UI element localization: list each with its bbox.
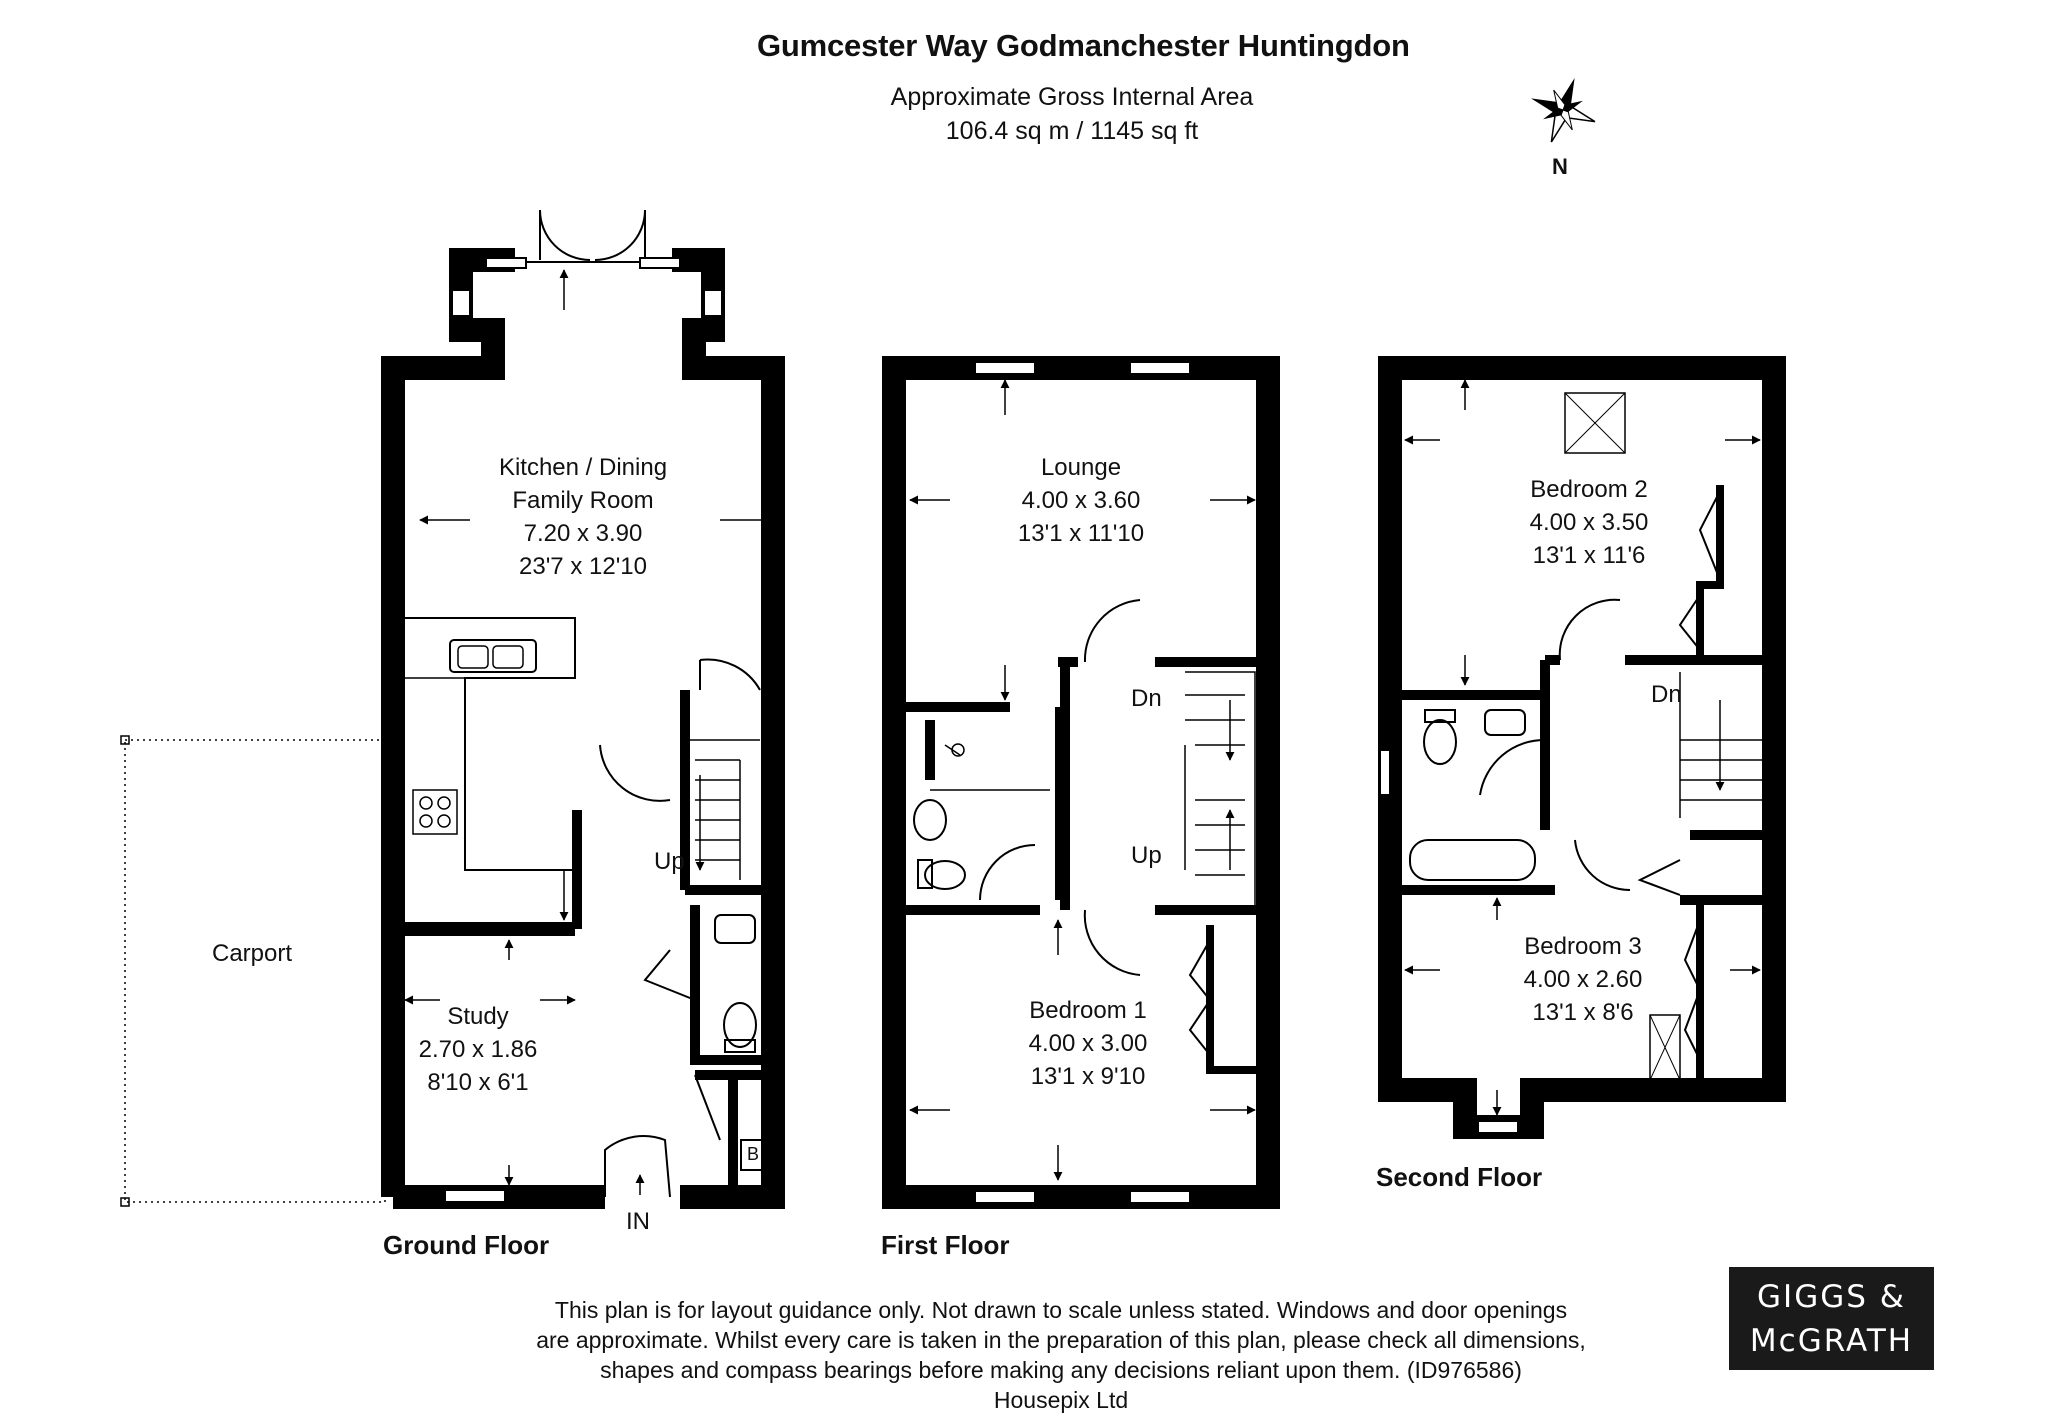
- logo-line1: GIGGS &: [1757, 1279, 1906, 1315]
- study-metric: 2.70 x 1.86: [418, 1036, 538, 1063]
- first-floor-plan: [882, 356, 1280, 1209]
- ground-stairs-up-label: Up: [654, 848, 685, 875]
- lounge-metric: 4.00 x 3.60: [1021, 487, 1141, 514]
- disclaimer-line4: Housepix Ltd: [993, 1387, 1129, 1413]
- kitchen-name-line1: Kitchen / Dining: [498, 454, 668, 481]
- bedroom3-imperial: 13'1 x 8'6: [1532, 999, 1634, 1026]
- bedroom2-name: Bedroom 2: [1530, 476, 1648, 503]
- first-floor-label: First Floor: [881, 1230, 1010, 1260]
- boiler-box: [740, 1139, 766, 1171]
- bedroom2-metric: 4.00 x 3.50: [1529, 509, 1649, 536]
- second-floor-plan: [1378, 356, 1786, 1139]
- bedroom2-imperial: 13'1 x 11'6: [1532, 542, 1646, 569]
- bedroom1-metric: 4.00 x 3.00: [1028, 1030, 1148, 1057]
- lounge-imperial: 13'1 x 11'10: [1017, 520, 1145, 547]
- bedroom3-metric: 4.00 x 2.60: [1523, 966, 1643, 993]
- carport-outline: [124, 739, 386, 1203]
- kitchen-imperial: 23'7 x 12'10: [519, 553, 647, 580]
- study-name: Study: [447, 1003, 509, 1030]
- first-stairs-up-label: Up: [1131, 842, 1162, 869]
- compass-rose-icon: [1531, 78, 1596, 143]
- carport-label: Carport: [212, 940, 293, 967]
- plan-title: Gumcester Way Godmanchester Huntingdon: [757, 28, 1410, 63]
- disclaimer-line3: shapes and compass bearings before makin…: [600, 1357, 1522, 1383]
- bedroom1-imperial: 13'1 x 9'10: [1030, 1063, 1146, 1090]
- kitchen-name-line2: Family Room: [512, 487, 654, 514]
- second-floor-label: Second Floor: [1376, 1162, 1543, 1192]
- second-stairs-down-label: Dn: [1651, 681, 1682, 708]
- study-imperial: 8'10 x 6'1: [427, 1069, 529, 1096]
- first-stairs-down-label: Dn: [1131, 685, 1162, 712]
- ground-floor-label: Ground Floor: [383, 1230, 550, 1260]
- area-value: 106.4 sq m / 1145 sq ft: [945, 117, 1199, 145]
- disclaimer-line1: This plan is for layout guidance only. N…: [554, 1297, 1568, 1323]
- logo-line2: McGRATH: [1749, 1323, 1914, 1359]
- disclaimer-line2: are approximate. Whilst every care is ta…: [536, 1327, 1586, 1353]
- entrance-label: IN: [626, 1208, 650, 1235]
- lounge-name: Lounge: [1040, 454, 1122, 481]
- boiler-label: B: [747, 1144, 760, 1164]
- bedroom1-name: Bedroom 1: [1029, 997, 1147, 1024]
- compass-north-label: N: [1552, 154, 1568, 179]
- area-label: Approximate Gross Internal Area: [890, 83, 1254, 111]
- bedroom3-name: Bedroom 3: [1524, 933, 1642, 960]
- kitchen-metric: 7.20 x 3.90: [523, 520, 643, 547]
- agency-logo: GIGGS & McGRATH: [1729, 1267, 1934, 1370]
- ground-floor-plan: [120, 209, 785, 1209]
